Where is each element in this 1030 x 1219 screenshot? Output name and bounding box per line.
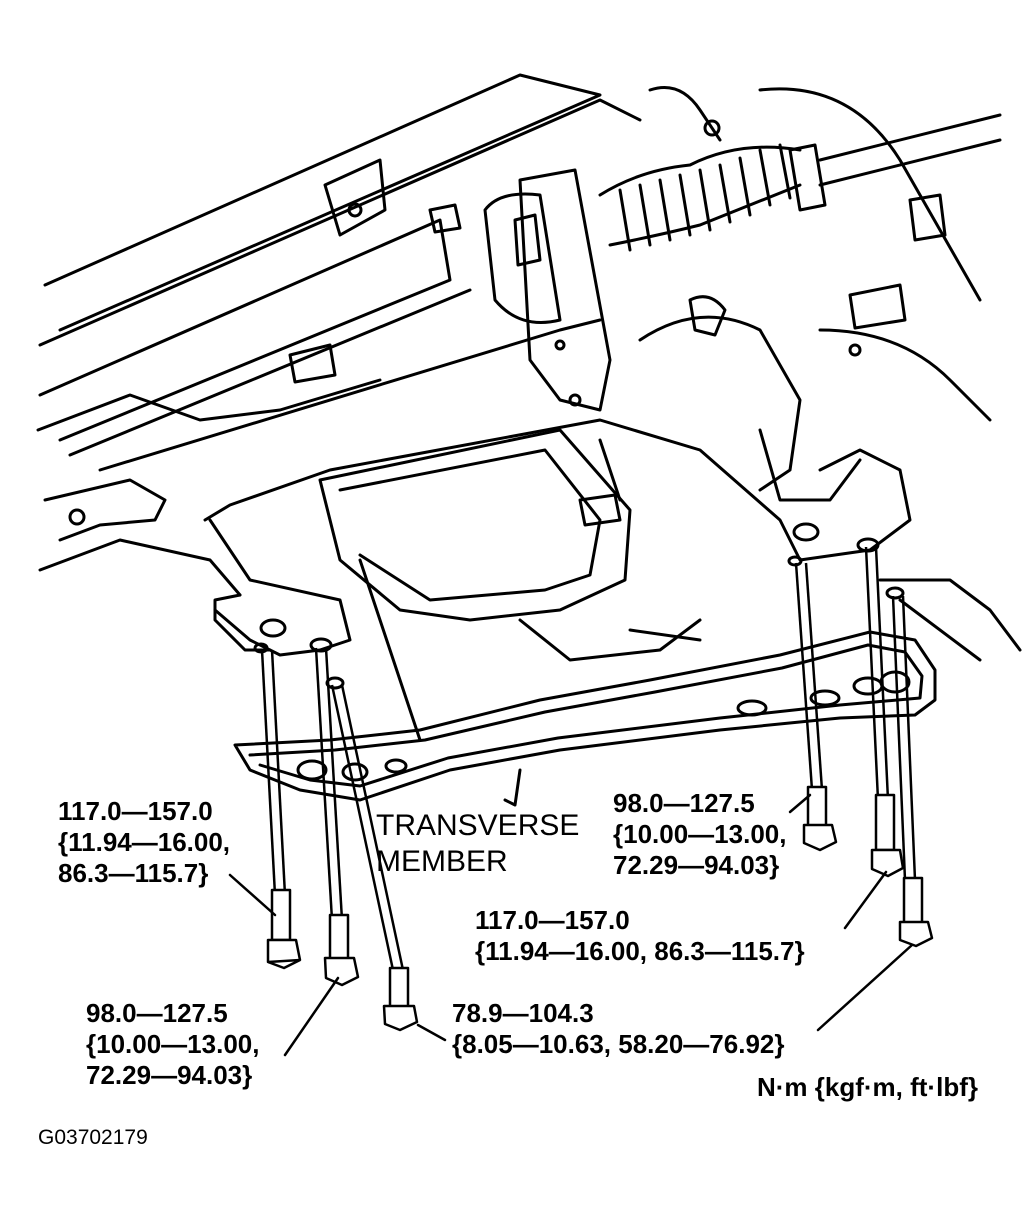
bolt-right-1 [794, 562, 838, 852]
torque-spec-right-middle: 117.0—157.0 {11.94—16.00, 86.3—115.7} [475, 905, 805, 967]
torque-line: 98.0—127.5 [86, 998, 228, 1028]
torque-units-label: N·m {kgf·m, ft·lbf} [757, 1072, 978, 1102]
torque-line: {10.00—13.00, [86, 1029, 260, 1060]
torque-line: {8.05—10.63, 58.20—76.92} [452, 1029, 785, 1060]
leader-lines [228, 793, 914, 1057]
bolt-left-1 [260, 649, 302, 970]
torque-spec-center: 78.9—104.3 {8.05—10.63, 58.20—76.92} [452, 998, 784, 1060]
oil-pan [318, 428, 702, 742]
front-subframe [38, 418, 1022, 662]
part-label-line-1: TRANSVERSE [376, 809, 580, 842]
torque-line: 98.0—127.5 [613, 788, 755, 818]
bolt-left-3 [330, 684, 419, 1032]
torque-spec-left-upper: 117.0—157.0 {11.94—16.00, 86.3—115.7} [58, 796, 230, 890]
torque-line: {10.00—13.00, [613, 819, 787, 850]
torque-line: 72.29—94.03} [86, 1060, 253, 1091]
transverse-member-label: TRANSVERSE MEMBER [376, 808, 579, 880]
torque-line: 117.0—157.0 [475, 905, 630, 935]
mount-holes [253, 522, 905, 690]
torque-spec-right-upper: 98.0—127.5 {10.00—13.00, 72.29—94.03} [613, 788, 786, 882]
part-label-line-2: MEMBER [376, 845, 508, 878]
bolt-right-2 [864, 546, 905, 878]
figure-id: G03702179 [38, 1126, 148, 1149]
torque-line: 78.9—104.3 [452, 998, 594, 1028]
torque-line: {11.94—16.00, 86.3—115.7} [475, 936, 805, 967]
bolt-right-3 [891, 595, 934, 948]
bolt-left-2 [314, 647, 360, 987]
steering-gear [483, 86, 1002, 492]
torque-spec-left-lower: 98.0—127.5 {10.00—13.00, 72.29—94.03} [86, 998, 259, 1092]
torque-line: 72.29—94.03} [613, 850, 780, 881]
torque-line: 117.0—157.0 [58, 796, 213, 826]
torque-line: 86.3—115.7} [58, 858, 209, 889]
body-frame-rail [36, 73, 642, 472]
transverse-member [233, 630, 937, 807]
torque-line: {11.94—16.00, [58, 827, 231, 858]
